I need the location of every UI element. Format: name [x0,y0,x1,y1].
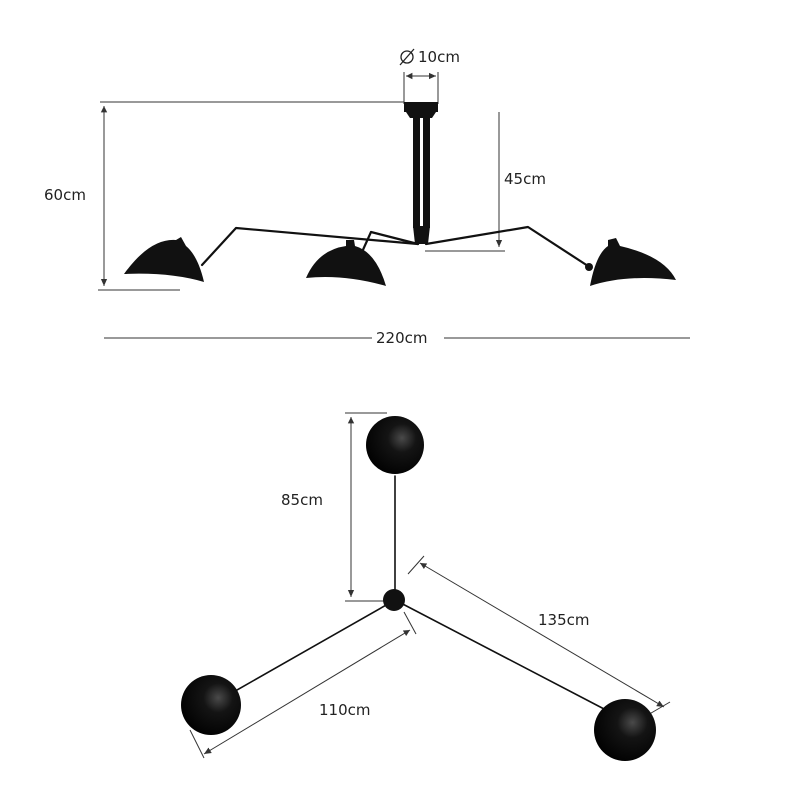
left-globe [181,675,241,735]
arm-right-label: 135cm [538,611,590,629]
arm-top-label: 85cm [281,491,323,509]
left-shade [124,237,204,282]
front-view: 10cm 60cm 45cm [44,48,690,347]
total-height-dimension: 60cm [44,101,404,291]
lamp-stem [413,118,430,244]
right-globe [594,699,656,761]
diameter-symbol [399,48,415,66]
span-dimension: 220cm [104,329,690,347]
stem-height-dimension: 45cm [425,112,546,252]
front-arms [200,225,590,268]
center-hub [383,589,405,611]
stem-height-label: 45cm [504,170,546,188]
diameter-dimension: 10cm [399,48,460,104]
top-arms [229,475,607,711]
total-height-label: 60cm [44,186,86,204]
right-shade [585,238,676,286]
diameter-label: 10cm [418,48,460,66]
top-view: 85cm 135cm 110cm [181,412,671,761]
arm-left-label: 110cm [319,701,371,719]
top-globe [366,416,424,474]
span-label: 220cm [376,329,428,347]
arm-top-dimension: 85cm [281,412,387,602]
arm-right-dimension: 135cm [407,555,671,717]
middle-shade [306,240,386,286]
ceiling-canopy [404,102,438,118]
arm-left-dimension: 110cm [189,611,417,759]
